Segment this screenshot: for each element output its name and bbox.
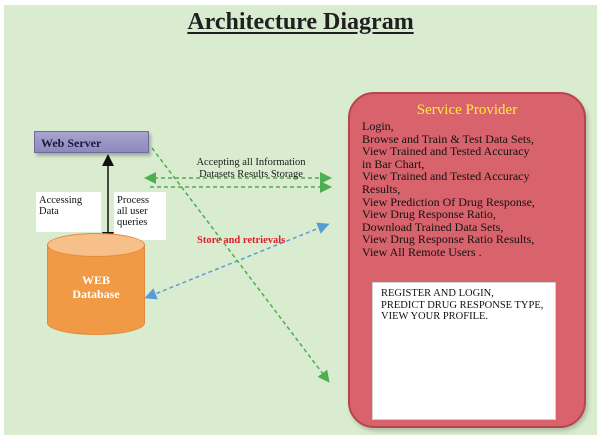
process-queries-label: Process all user queries (114, 192, 166, 240)
sp-item: View Trained and Tested Accuracy (362, 169, 530, 184)
sp-item: View All Remote Users . (362, 244, 482, 259)
sp-item: Download Trained Data Sets, (362, 219, 504, 234)
database-cylinder-top (47, 233, 145, 257)
accessing-data-label: Accessing Data (36, 192, 101, 232)
service-provider-box: Service Provider Login, Browse and Train… (348, 92, 586, 428)
remote-user-line: REGISTER AND LOGIN, (381, 288, 494, 299)
accepting-line1: Accepting all Information (196, 157, 306, 168)
service-provider-title: Service Provider (416, 102, 518, 118)
sp-item: View Prediction Of Drug Response, (362, 194, 535, 209)
accepting-info-label: Accepting all Information Datasets Resul… (178, 157, 324, 181)
database-label-line2: Database (72, 287, 120, 301)
accepting-line2: Datasets Results Storage (199, 169, 303, 180)
sp-item: View Drug Response Ratio Results, (362, 232, 535, 247)
remote-user-line: VIEW YOUR PROFILE. (381, 311, 489, 322)
sp-item: View Drug Response Ratio, (362, 207, 496, 222)
web-database: WEB Database (47, 233, 145, 335)
sp-item: Login, (362, 119, 394, 133)
store-retrievals-label: Store and retrievals (197, 235, 286, 246)
remote-user-box: REGISTER AND LOGIN, PREDICT DRUG RESPONS… (372, 282, 556, 420)
sp-item: Browse and Train & Test Data Sets, (362, 131, 534, 146)
database-cylinder-body (47, 245, 145, 323)
sp-item: Results, (362, 181, 401, 196)
web-server-box: Web Server (34, 131, 149, 153)
service-provider-list: Login, Browse and Train & Test Data Sets… (362, 120, 582, 259)
sp-item: in Bar Chart, (362, 156, 425, 171)
sp-item: View Trained and Tested Accuracy (362, 144, 530, 159)
database-label-line1: WEB (81, 273, 110, 287)
database-label: WEB Database (47, 273, 145, 301)
remote-user-line: PREDICT DRUG RESPONSE TYPE, (381, 299, 544, 311)
diagram-title: Architecture Diagram (187, 9, 414, 35)
